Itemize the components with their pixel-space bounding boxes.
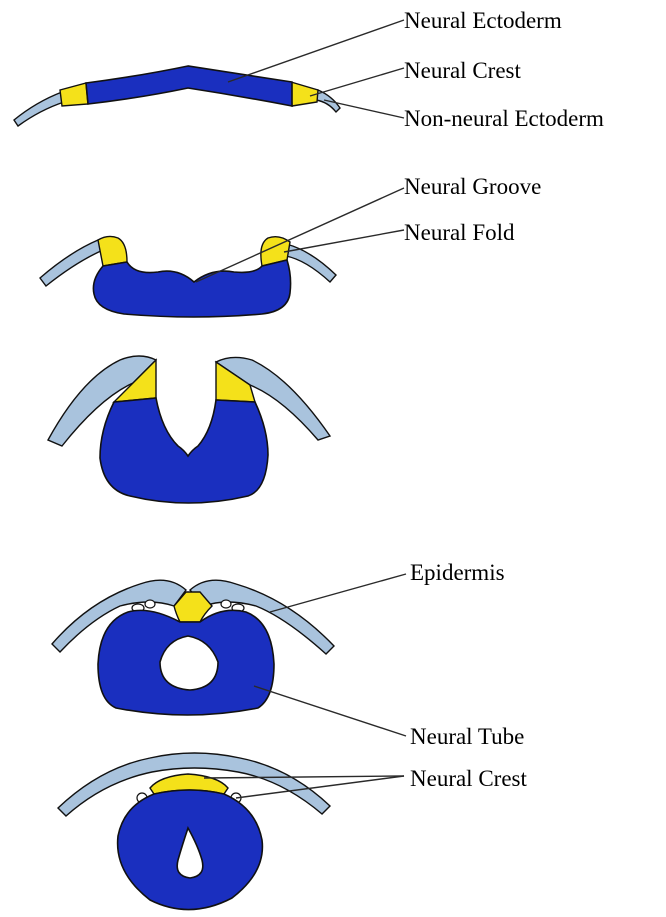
leader-neural-crest-bottom-2 (236, 776, 404, 798)
stage4-neural-tube (98, 610, 274, 715)
leader-neural-crest-bottom-1 (204, 776, 404, 778)
stage1-neural-plate (86, 66, 292, 106)
label-neural-fold: Neural Fold (404, 220, 515, 245)
stage5-neural-tube (118, 790, 263, 910)
stage3-neural-tissue (100, 398, 268, 503)
stage1-ectoderm-left (14, 92, 64, 126)
stage2-neural-fold-left (98, 236, 127, 266)
stage4-crest-cell-right-1 (221, 600, 231, 608)
stage-2-neural-groove (40, 236, 336, 317)
leader-neural-tube (254, 686, 406, 736)
leader-neural-crest-top (310, 68, 404, 96)
leader-neural-ectoderm (228, 20, 404, 82)
stage1-neural-crest-left (60, 83, 88, 106)
label-neural-crest-top: Neural Crest (404, 58, 521, 83)
label-neural-crest-bottom: Neural Crest (410, 766, 527, 791)
label-epidermis: Epidermis (410, 560, 505, 585)
stage2-neural-plate (93, 260, 290, 317)
stage-4-tube-forming (52, 580, 334, 715)
stage-1-neural-plate (14, 66, 340, 126)
label-neural-groove: Neural Groove (404, 174, 541, 199)
stage-3-folding (48, 356, 330, 503)
label-non-neural-ectoderm: Non-neural Ectoderm (404, 106, 604, 131)
leader-neural-fold (284, 230, 404, 252)
label-neural-tube: Neural Tube (410, 724, 524, 749)
leader-neural-groove (196, 188, 404, 282)
stage2-ectoderm-left (40, 240, 103, 286)
stage4-crest-cell-left-2 (145, 600, 155, 608)
stage1-neural-crest-right (291, 82, 318, 106)
label-neural-ectoderm: Neural Ectoderm (404, 8, 562, 33)
leader-epidermis (270, 574, 406, 612)
labels: Neural Ectoderm Neural Crest Non-neural … (404, 8, 604, 791)
